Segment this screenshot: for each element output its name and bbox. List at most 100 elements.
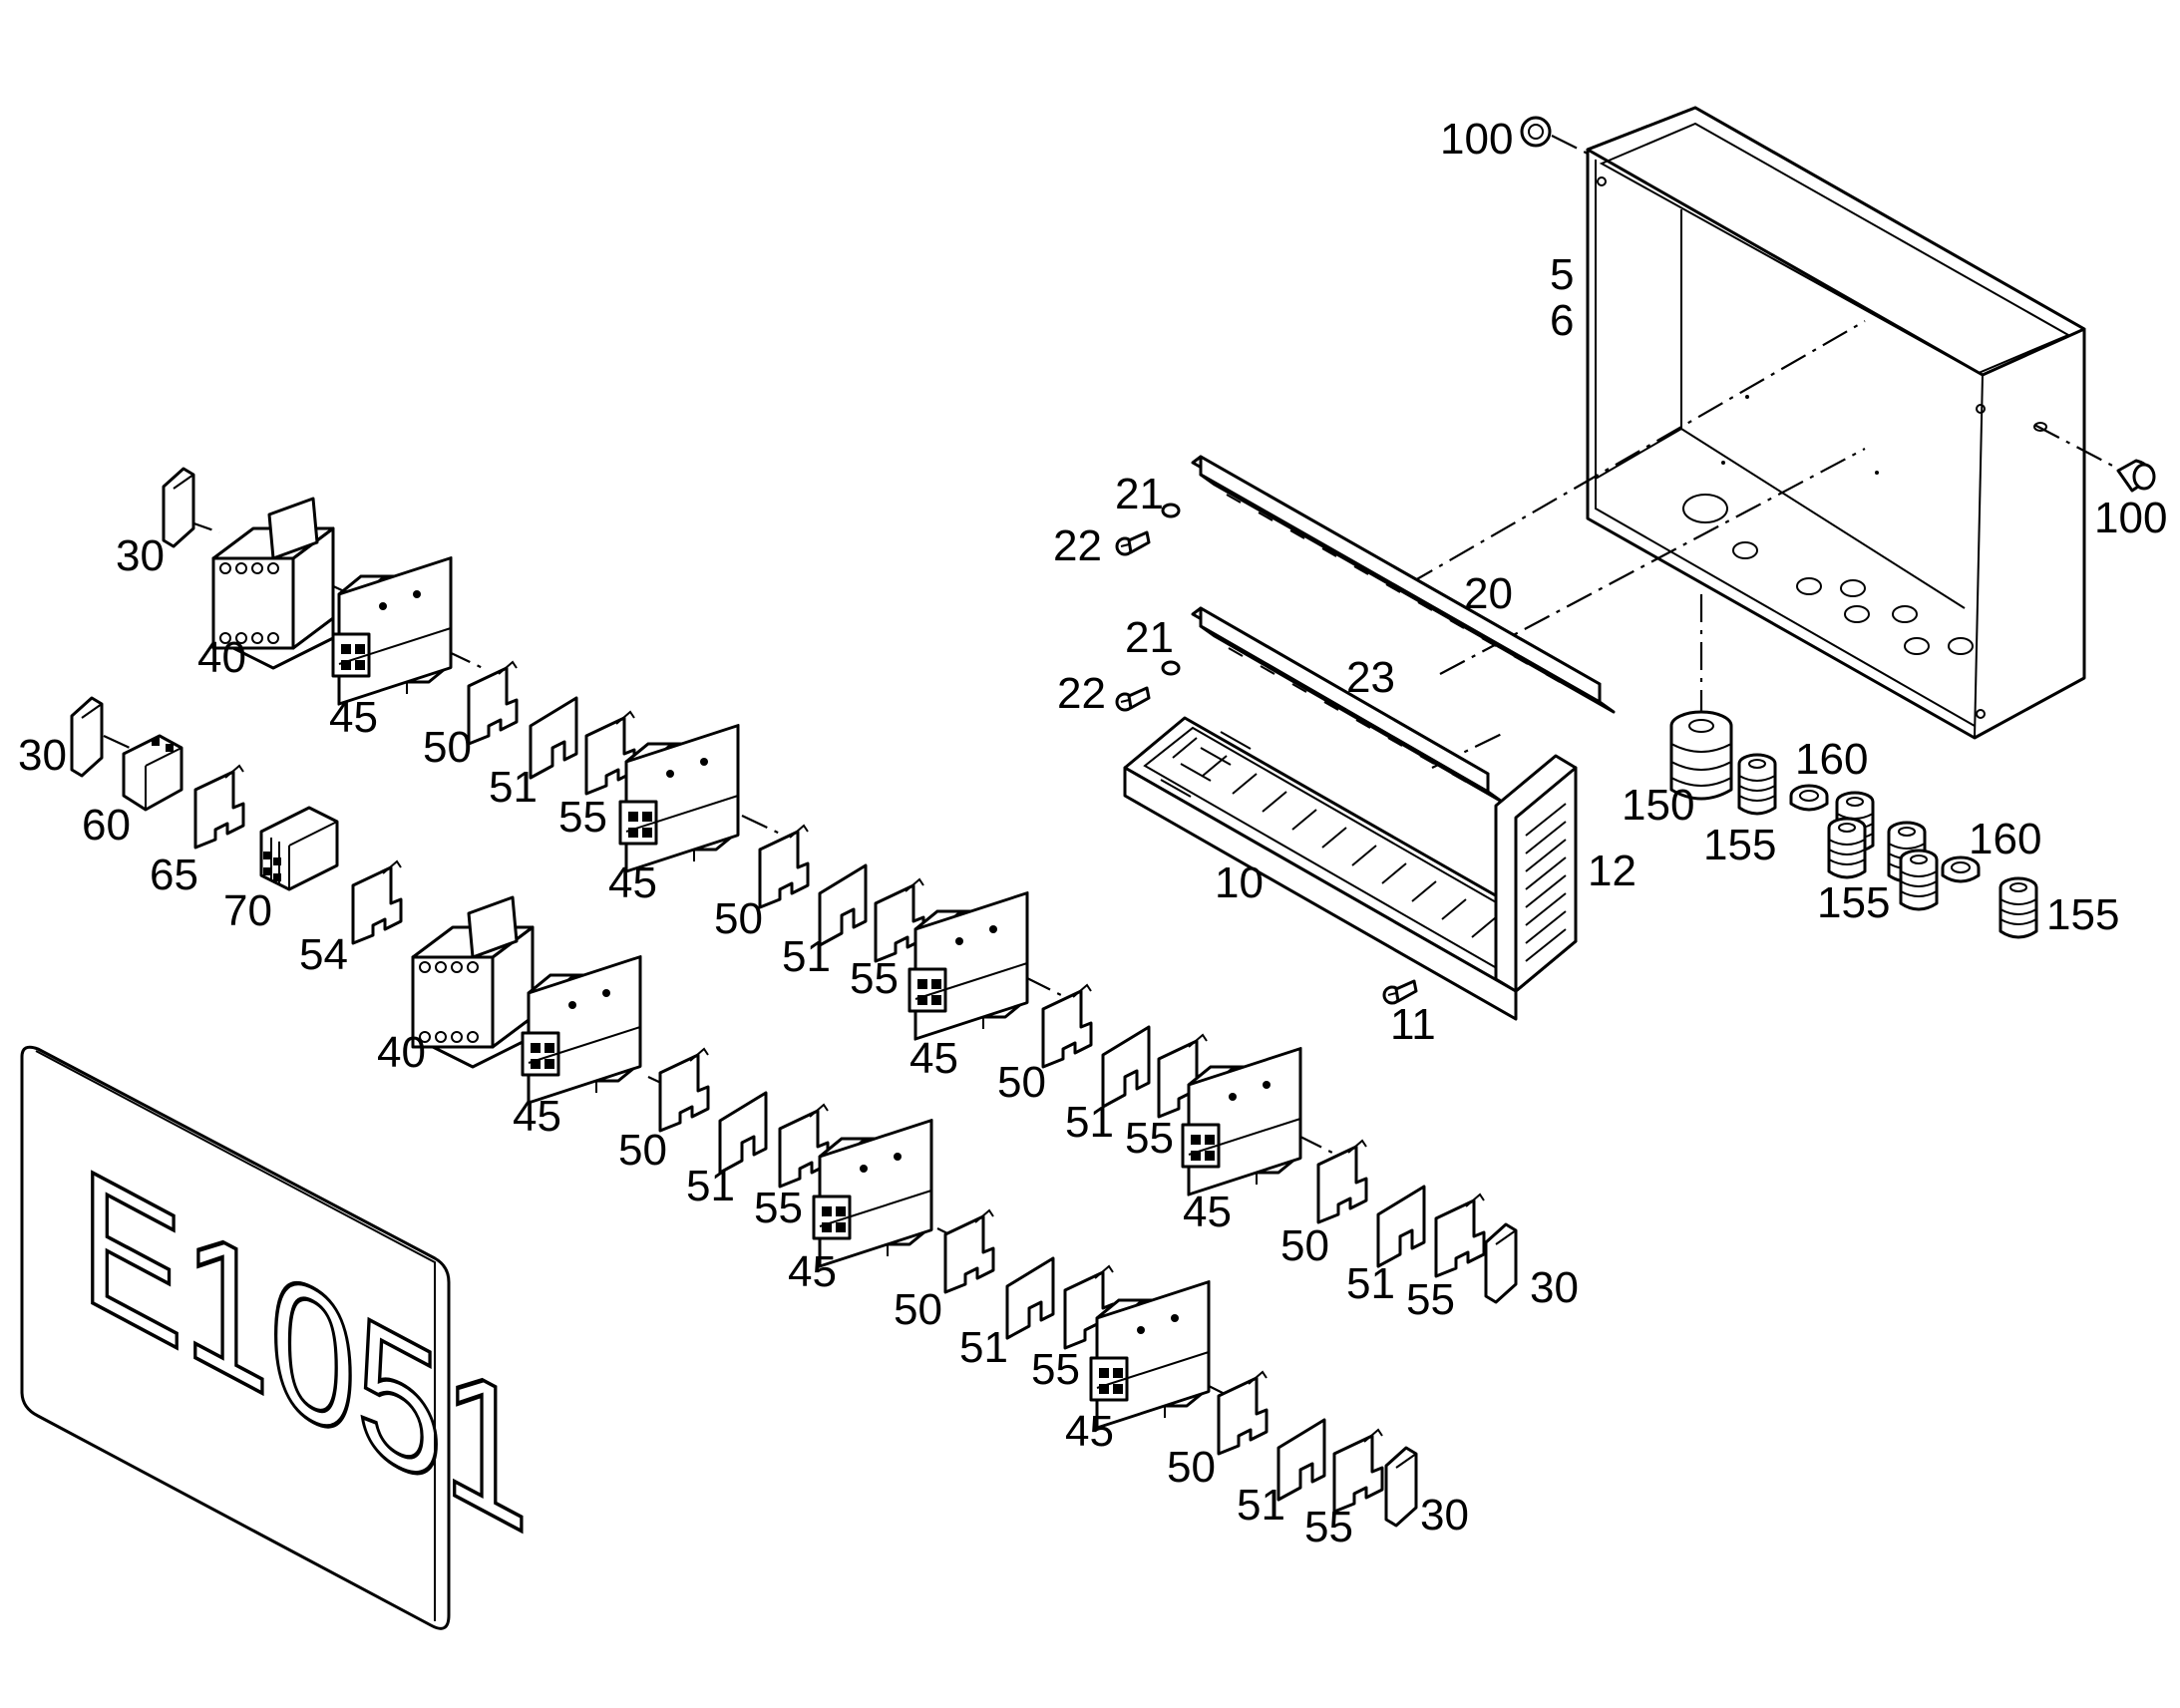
label-45-b: 45 [608, 858, 657, 907]
end-cover-30-b [70, 696, 104, 778]
rail-slots [1226, 494, 1561, 683]
aux-contact-60 [122, 734, 183, 812]
label-50-e: 50 [618, 1126, 667, 1175]
clamp-55-d [1434, 1193, 1486, 1278]
washer-21-bottom [1161, 660, 1181, 676]
ring-160-a [1789, 784, 1829, 812]
label-5: 5 [1550, 250, 1574, 299]
label-70: 70 [223, 886, 272, 935]
label-30-e: 30 [1420, 1491, 1469, 1539]
label-30-b: 30 [18, 731, 67, 780]
label-160-a: 160 [1795, 735, 1868, 784]
label-45-a: 45 [329, 693, 378, 742]
label-51-a: 51 [489, 763, 538, 812]
label-51-e: 51 [686, 1162, 735, 1210]
end-cover-30-c [1484, 1222, 1518, 1304]
label-12: 12 [1588, 847, 1636, 895]
cable-gland-150 [1669, 710, 1733, 801]
part-labels: 100 100 5 6 21 22 20 21 23 22 10 12 11 1… [18, 115, 2167, 1551]
label-50-f: 50 [894, 1285, 942, 1334]
label-54: 54 [299, 930, 348, 979]
label-21-bottom: 21 [1125, 613, 1174, 662]
label-50-g: 50 [1167, 1443, 1216, 1492]
breaker-45-c [908, 891, 1029, 1041]
washer-21-top [1161, 503, 1181, 518]
clamp-50-g [1217, 1370, 1269, 1456]
label-55-a: 55 [558, 793, 607, 842]
breaker-45-a [331, 556, 453, 706]
screw-22-bottom [1115, 686, 1151, 712]
label-155-c: 155 [2046, 890, 2119, 939]
label-50-c: 50 [997, 1058, 1046, 1107]
clamp-50-c [1041, 983, 1093, 1069]
enclosure-box [1586, 106, 2086, 740]
terminal-70 [259, 806, 339, 891]
label-50-d: 50 [1280, 1221, 1329, 1270]
end-cover-30-e [1384, 1446, 1418, 1528]
clamp-50-e [658, 1047, 710, 1133]
label-45-f: 45 [788, 1247, 837, 1296]
din-rail-23 [1191, 606, 1504, 804]
label-45-g: 45 [1065, 1407, 1114, 1456]
screw-100-right [2116, 459, 2156, 493]
separator-51-c [1101, 1025, 1151, 1109]
separator-51-d [1376, 1185, 1426, 1268]
label-20: 20 [1464, 569, 1513, 618]
label-51-g: 51 [1237, 1481, 1285, 1530]
clamp-65 [193, 764, 245, 850]
label-6: 6 [1550, 296, 1574, 345]
end-cover-30-a [162, 467, 195, 548]
label-51-d: 51 [1346, 1259, 1395, 1308]
label-155-b: 155 [1817, 878, 1890, 927]
separator-51-e [718, 1091, 768, 1175]
clamp-55-g [1332, 1428, 1384, 1514]
screw-100-top [1520, 116, 1552, 148]
breaker-45-d [1181, 1047, 1302, 1196]
label-40-a: 40 [197, 633, 246, 682]
label-30-a: 30 [116, 531, 165, 580]
clamp-50-d [1316, 1139, 1368, 1224]
label-55-e: 55 [754, 1184, 803, 1232]
contactor-40-b [411, 895, 535, 1069]
label-55-c: 55 [1125, 1114, 1174, 1163]
label-40-b: 40 [377, 1028, 426, 1077]
label-22-top: 22 [1053, 521, 1102, 570]
label-100-top: 100 [1440, 115, 1513, 164]
label-30-c: 30 [1530, 1263, 1579, 1312]
label-55-g: 55 [1304, 1503, 1353, 1551]
clamp-54 [351, 859, 403, 945]
cable-gland-155-e [1899, 849, 1939, 911]
screw-22-top [1115, 530, 1151, 556]
label-50-b: 50 [714, 894, 763, 943]
cable-gland-155-c [1827, 817, 1867, 879]
breaker-45-f [812, 1119, 933, 1268]
label-55-f: 55 [1031, 1345, 1080, 1394]
label-51-f: 51 [959, 1323, 1008, 1372]
clamp-50-b [758, 824, 810, 909]
label-45-c: 45 [909, 1034, 958, 1083]
label-22-bottom: 22 [1057, 669, 1106, 718]
label-10: 10 [1215, 858, 1264, 907]
label-45-e: 45 [513, 1092, 561, 1141]
label-60: 60 [82, 801, 131, 850]
label-100-right: 100 [2094, 494, 2167, 542]
label-55-d: 55 [1406, 1275, 1455, 1324]
clamp-50-a [467, 660, 519, 746]
label-23: 23 [1346, 653, 1395, 702]
label-50-a: 50 [423, 723, 472, 772]
name-plate: E1051 [20, 1045, 531, 1630]
label-45-d: 45 [1183, 1188, 1232, 1236]
label-11: 11 [1390, 1000, 1436, 1049]
din-rail-20 [1191, 455, 1616, 714]
breaker-45-e [521, 955, 642, 1105]
cable-duct-10 [1123, 716, 1578, 1021]
clamp-50-f [943, 1208, 995, 1294]
label-160-b: 160 [1969, 815, 2041, 863]
cable-gland-155-f [1998, 876, 2038, 939]
label-155-a: 155 [1703, 821, 1776, 869]
label-150: 150 [1622, 781, 1694, 830]
label-65: 65 [150, 851, 198, 899]
label-21-top: 21 [1115, 470, 1164, 518]
cable-gland-155-a [1737, 753, 1777, 816]
